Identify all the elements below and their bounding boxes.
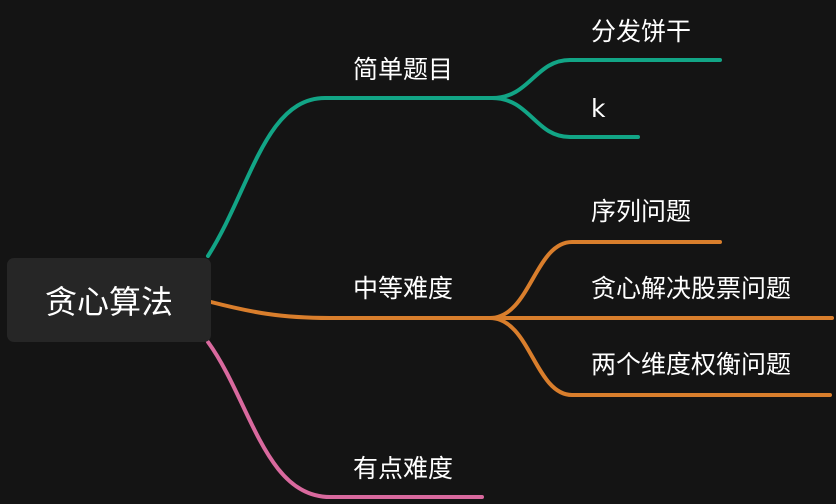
connector-sequence <box>488 240 722 320</box>
topic-medium[interactable]: 中等难度 <box>353 274 454 303</box>
connector-two-dimensions <box>488 316 832 397</box>
subtopic-cookies[interactable]: 分发饼干 <box>591 17 692 46</box>
subtopic-sequence[interactable]: 序列问题 <box>591 197 692 226</box>
connector-k <box>490 96 640 139</box>
subtopic-k[interactable]: k <box>591 94 606 123</box>
root-label: 贪心算法 <box>44 283 173 321</box>
connector-medium <box>209 300 492 320</box>
root-node[interactable]: 贪心算法 <box>7 258 211 342</box>
topic-simple[interactable]: 简单题目 <box>353 55 454 84</box>
connector-cookies <box>490 58 722 100</box>
subtopic-two-dimensions[interactable]: 两个维度权衡问题 <box>591 350 792 379</box>
connector-hard <box>206 340 484 499</box>
subtopic-stock[interactable]: 贪心解决股票问题 <box>591 274 792 303</box>
topic-hard[interactable]: 有点难度 <box>353 454 454 483</box>
connector-simple <box>206 96 494 258</box>
